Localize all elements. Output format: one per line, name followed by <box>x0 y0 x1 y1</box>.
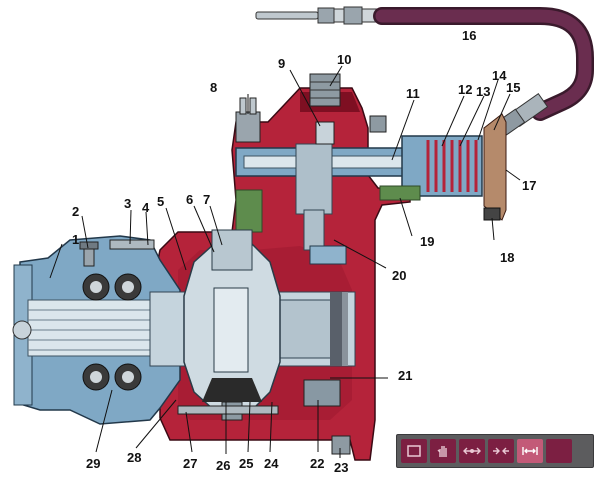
fit-arrows-button[interactable] <box>517 439 543 463</box>
viewer-toolbar <box>396 434 594 468</box>
callout-16: 16 <box>462 28 476 43</box>
main-housing <box>149 87 411 461</box>
callout-13: 13 <box>476 84 490 99</box>
callout-2: 2 <box>72 204 79 219</box>
callout-28: 28 <box>127 450 141 465</box>
frame-button[interactable] <box>401 439 427 463</box>
callout-15: 15 <box>506 80 520 95</box>
frame-icon <box>407 445 421 457</box>
callout-11: 11 <box>406 86 420 101</box>
callout-5: 5 <box>157 194 164 209</box>
callout-labels: 1 2 3 4 5 6 7 8 9 10 11 12 13 14 15 16 1… <box>72 28 536 475</box>
fit-arrows-icon <box>522 447 538 455</box>
callout-8: 8 <box>210 80 217 95</box>
split-arrows-button[interactable] <box>488 439 514 463</box>
callout-14: 14 <box>492 68 507 83</box>
callout-23: 23 <box>334 460 348 475</box>
callout-19: 19 <box>420 234 434 249</box>
callout-3: 3 <box>124 196 131 211</box>
callout-7: 7 <box>203 192 210 207</box>
shift-cylinder <box>235 113 507 265</box>
callout-24: 24 <box>264 456 279 471</box>
callout-18: 18 <box>500 250 514 265</box>
front-cover <box>12 235 181 425</box>
gear-set <box>149 229 356 421</box>
move-arrows-button[interactable] <box>459 439 485 463</box>
callout-25: 25 <box>239 456 253 471</box>
callout-17: 17 <box>522 178 536 193</box>
callout-1: 1 <box>72 232 79 247</box>
callout-27: 27 <box>183 456 197 471</box>
callout-12: 12 <box>458 82 472 97</box>
callout-29: 29 <box>86 456 100 471</box>
split-arrows-icon <box>493 447 509 455</box>
blank-icon <box>549 443 569 459</box>
callout-9: 9 <box>278 56 285 71</box>
blank-button[interactable] <box>546 439 572 463</box>
hose-assembly <box>255 6 594 136</box>
callout-20: 20 <box>392 268 406 283</box>
callout-26: 26 <box>216 458 230 473</box>
callout-6: 6 <box>186 192 193 207</box>
move-arrows-icon <box>463 447 481 455</box>
callout-22: 22 <box>310 456 324 471</box>
top-fittings <box>235 73 387 455</box>
callout-4: 4 <box>142 200 150 215</box>
hand-button[interactable] <box>430 439 456 463</box>
callout-10: 10 <box>337 52 351 67</box>
callout-21: 21 <box>398 368 412 383</box>
hand-icon <box>437 446 447 457</box>
leader-lines <box>49 65 521 458</box>
